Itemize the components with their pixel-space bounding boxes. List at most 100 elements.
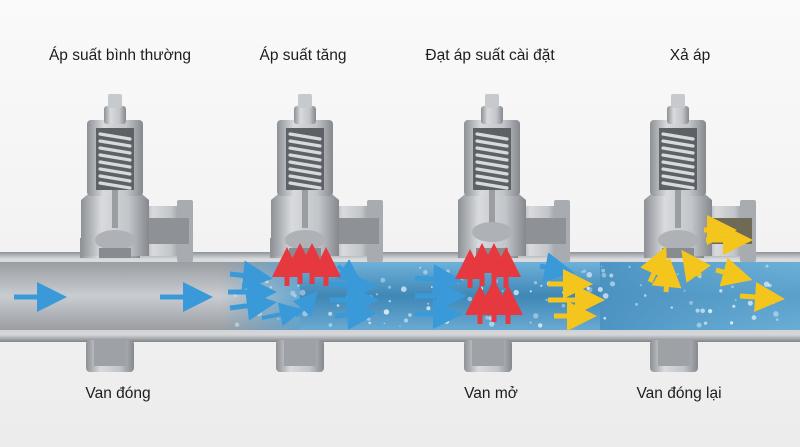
water-bubble bbox=[330, 266, 337, 272]
flow-arrow-icon bbox=[539, 252, 575, 282]
water-bubble bbox=[486, 308, 490, 312]
water-bubble bbox=[765, 264, 769, 268]
water-bubble bbox=[383, 322, 386, 325]
valve-seat bbox=[476, 248, 508, 258]
water-bubble bbox=[562, 291, 564, 294]
spring-icon bbox=[475, 132, 509, 190]
water-bubble bbox=[643, 294, 647, 297]
water-bubble bbox=[695, 308, 700, 313]
water-bubble bbox=[747, 300, 753, 306]
water-bubble bbox=[708, 309, 713, 314]
valve-stem bbox=[489, 190, 495, 228]
stage-title-3: Đạt áp suất cài đặt bbox=[425, 47, 555, 64]
valve-disc bbox=[472, 222, 512, 242]
stage-caption-3: Van mở bbox=[464, 385, 518, 402]
water-bubble bbox=[545, 298, 548, 302]
water-bubble bbox=[582, 269, 587, 273]
water-bubble bbox=[533, 313, 539, 319]
flow-arrow-icon bbox=[414, 264, 463, 295]
water-bubble bbox=[732, 304, 736, 308]
flow-arrow-icon bbox=[229, 260, 273, 291]
water-bubble bbox=[513, 289, 519, 296]
water-bubble bbox=[426, 306, 431, 311]
water-bubble bbox=[563, 289, 567, 292]
water-bubble bbox=[581, 271, 583, 273]
water-bubble bbox=[234, 322, 240, 327]
water-bubble bbox=[446, 269, 450, 274]
flow-arrow-icon bbox=[229, 290, 277, 321]
water-bubble bbox=[602, 293, 609, 299]
stage-caption-4: Van đóng lại bbox=[636, 385, 722, 402]
water-bubble bbox=[700, 308, 705, 314]
water-bubble bbox=[467, 296, 473, 302]
water-bubble bbox=[501, 290, 504, 292]
water-bubble bbox=[540, 284, 543, 287]
water-bubble bbox=[336, 304, 340, 307]
water-bubble bbox=[529, 321, 532, 324]
water-bubble bbox=[670, 306, 673, 309]
release-arrow-icon bbox=[715, 257, 753, 287]
water-bubble bbox=[269, 286, 273, 289]
water-bubble bbox=[444, 318, 450, 324]
water-bubble bbox=[719, 289, 723, 293]
water-bubble bbox=[388, 300, 391, 303]
water-bubble bbox=[368, 295, 373, 300]
valve-stem bbox=[675, 190, 681, 228]
water-bubble bbox=[628, 265, 631, 268]
water-bubble bbox=[479, 286, 484, 291]
water-bubble bbox=[243, 282, 248, 287]
water-bubble bbox=[489, 321, 495, 327]
valve-cap bbox=[485, 94, 499, 108]
water-bubble bbox=[431, 286, 433, 288]
water-bubble bbox=[731, 285, 734, 289]
water-bubble bbox=[534, 281, 538, 285]
water-bubble bbox=[485, 316, 489, 320]
water-bubble bbox=[538, 323, 543, 328]
water-bubble bbox=[603, 316, 607, 320]
water-bubble bbox=[376, 293, 378, 296]
water-bubble bbox=[577, 290, 582, 294]
water-bubble bbox=[771, 296, 774, 298]
water-bubble bbox=[460, 277, 464, 282]
stage-title-4: Xả áp bbox=[669, 47, 711, 64]
release-arrow-icon bbox=[681, 249, 711, 283]
release-arrow-icon bbox=[739, 282, 785, 312]
water-bubble bbox=[408, 313, 412, 317]
water-bubble bbox=[297, 284, 300, 287]
water-bubble bbox=[575, 288, 578, 291]
water-bubble bbox=[456, 282, 459, 284]
valve-seat bbox=[99, 248, 131, 258]
valve-disc bbox=[95, 230, 135, 250]
water-bubble bbox=[511, 305, 517, 311]
relief-valve-3 bbox=[458, 94, 570, 262]
water-bubble bbox=[773, 311, 779, 317]
flow-arrow-icon bbox=[334, 300, 377, 331]
water-bubble bbox=[772, 301, 775, 305]
valve-cap bbox=[298, 94, 312, 108]
water-bubble bbox=[683, 289, 686, 292]
water-bubble bbox=[427, 302, 430, 305]
water-bubble bbox=[241, 279, 244, 282]
flow-arrow-icon bbox=[293, 290, 318, 318]
valve-cap bbox=[108, 94, 122, 108]
water-bubble bbox=[380, 277, 386, 283]
water-bubble bbox=[299, 289, 306, 296]
valve-stem bbox=[112, 190, 118, 228]
valve-disc bbox=[285, 230, 325, 250]
water-bubble bbox=[256, 310, 263, 317]
release-arrow-icon bbox=[651, 257, 682, 293]
water-bubble bbox=[264, 279, 269, 284]
water-bubble bbox=[290, 290, 296, 296]
water-bubble bbox=[328, 323, 333, 327]
water-bubble bbox=[696, 322, 702, 328]
water-bubble bbox=[328, 311, 333, 316]
water-bubble bbox=[609, 281, 616, 287]
water-bubble bbox=[515, 309, 520, 314]
relief-valve-1 bbox=[81, 94, 193, 262]
water-bubble bbox=[401, 286, 407, 293]
water-bubble bbox=[249, 297, 254, 303]
relief-valve-2 bbox=[271, 94, 383, 262]
water-bubble bbox=[423, 270, 428, 275]
